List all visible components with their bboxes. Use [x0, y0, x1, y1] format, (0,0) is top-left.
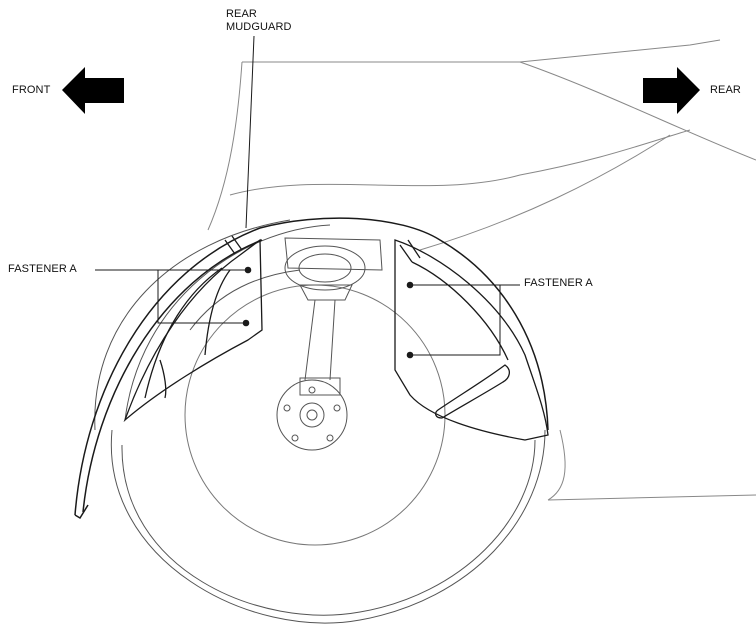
fastener-point-right-lower	[406, 351, 414, 359]
fastener-right-leader-line	[413, 284, 520, 356]
fastener-point-left-lower	[242, 319, 250, 327]
fastener-left-leader-line	[95, 269, 245, 324]
right-mudguard-panel	[394, 239, 549, 441]
fastener-point-right-upper	[406, 281, 414, 289]
body-panel-outline	[207, 39, 756, 501]
tire-outline	[94, 219, 546, 624]
mudguard-leader-line	[245, 35, 255, 229]
wheel-hub	[276, 379, 348, 451]
arrow-right-icon	[643, 67, 700, 114]
strut-assembly	[284, 237, 383, 396]
leader-lines	[95, 35, 520, 356]
fastener-points	[242, 266, 414, 359]
fastener-a-label-left: FASTENER A	[8, 263, 77, 275]
fastener-a-label-right: FASTENER A	[524, 277, 593, 289]
fastener-point-left-upper	[244, 266, 252, 274]
left-mudguard-panel	[123, 235, 263, 423]
rear-mudguard-label: REAR MUDGUARD	[226, 8, 292, 33]
direction-arrows	[62, 67, 700, 114]
rear-direction-label: REAR	[710, 84, 741, 96]
front-direction-label: FRONT	[12, 84, 51, 96]
fender-edge	[74, 217, 549, 520]
arrow-left-icon	[62, 67, 124, 114]
